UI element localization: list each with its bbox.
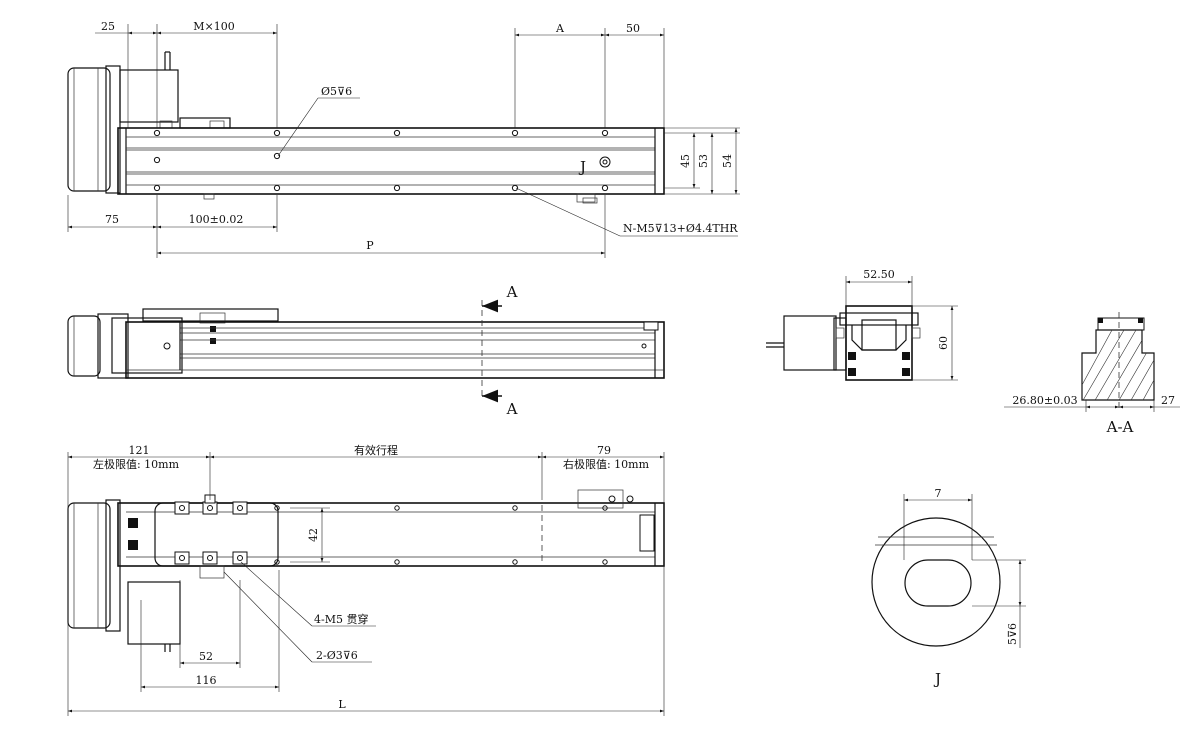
section-cut-marker: A A [481, 283, 518, 418]
dim-79: 79 [597, 444, 611, 457]
dim-45: 45 [679, 154, 692, 168]
side-body [125, 321, 665, 379]
callout-hole: Ø5⊽6 [321, 85, 352, 98]
top-dimensions: 25 M×100 A 50 75 100±0.02 P [67, 20, 740, 258]
dim-54: 54 [721, 154, 734, 168]
bottom-body [117, 489, 665, 579]
dim-27: 27 [1161, 394, 1175, 407]
section-label-top: A [506, 283, 518, 301]
section-aa-label: A-A [1106, 418, 1134, 436]
dim-50: 50 [626, 22, 640, 35]
top-view: 25 M×100 A 50 75 100±0.02 P [67, 20, 740, 258]
dim-75: 75 [105, 213, 119, 226]
section-aa-view: 26.80±0.03 27 A-A [1004, 312, 1180, 436]
section-label-bottom: A [506, 400, 518, 418]
dim-52: 52 [199, 650, 213, 663]
dim-42: 42 [307, 528, 320, 542]
dim-100-tol: 100±0.02 [189, 213, 244, 226]
detail-j-view: 7 5⊽6 J [871, 487, 1026, 688]
dim-116: 116 [196, 674, 217, 687]
callout-pin: 2-Ø3⊽6 [316, 649, 358, 662]
dim-52-50: 52.50 [863, 268, 895, 281]
detail-marker-j: J [578, 158, 586, 176]
dim-l: L [338, 698, 346, 711]
dim-5-depth-6: 5⊽6 [1006, 623, 1019, 645]
dim-7: 7 [935, 487, 942, 500]
dim-26-80-tol: 26.80±0.03 [1012, 394, 1077, 407]
bottom-dimensions: 121 左极限值: 10mm 有效行程 79 右极限值: 10mm 42 4-M… [67, 443, 665, 716]
dim-m-times-100: M×100 [193, 20, 234, 33]
side-view: A A [67, 283, 665, 418]
dim-121: 121 [129, 444, 150, 457]
top-holes [153, 129, 609, 192]
dim-p: P [366, 239, 374, 252]
bottom-motor [67, 499, 181, 652]
callout-m5: 4-M5 贯穿 [314, 612, 368, 626]
end-view: 52.50 60 [766, 268, 958, 381]
right-limit-label: 右极限值: 10mm [563, 457, 650, 471]
side-motor [67, 308, 279, 379]
left-limit-label: 左极限值: 10mm [93, 457, 180, 471]
dim-60: 60 [937, 336, 950, 350]
top-body [117, 127, 665, 204]
dim-25: 25 [101, 20, 115, 33]
dim-53: 53 [697, 154, 710, 168]
detail-j-label: J [933, 670, 941, 688]
bottom-view: 121 左极限值: 10mm 有效行程 79 右极限值: 10mm 42 4-M… [67, 443, 665, 716]
stroke-label: 有效行程 [354, 443, 398, 457]
dim-a: A [555, 22, 565, 35]
callout-thread: N-M5⊽13+Ø4.4THR [623, 222, 738, 235]
